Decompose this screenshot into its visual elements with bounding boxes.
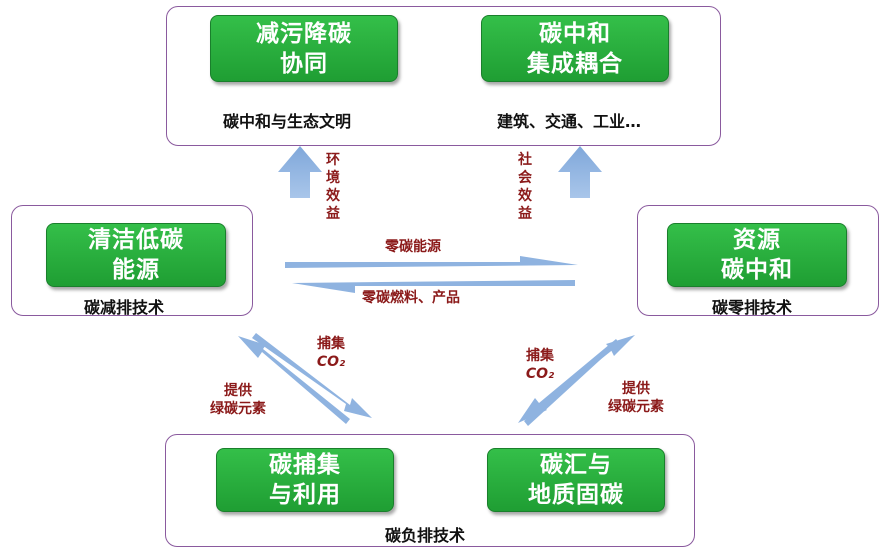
up-arrow-right [558,146,602,198]
negative-emission-note: 碳负排技术 [385,526,466,545]
zero-carbon-energy-label: 零碳能源 [385,239,441,255]
clean-energy-box: 清洁低碳 能源 [46,223,226,287]
arrow-capture-left [252,333,372,418]
provide-green-carbon-label-right: 提供 绿碳元素 [608,381,664,415]
environmental-benefit-label: 环境效益 [326,152,340,222]
provide-green-carbon-label-left: 提供 绿碳元素 [210,383,266,417]
carbon-reduction-note: 碳减排技术 [84,298,165,317]
arrow-to-left [292,280,575,293]
up-arrow-left [278,146,322,198]
carbon-sink-box: 碳汇与 地质固碳 [487,448,665,512]
co2-label-right: CO₂ [525,366,555,382]
arrow-provide-right [524,335,635,426]
pollution-carbon-synergy-box: 减污降碳 协同 [210,15,398,82]
resource-carbon-neutral-box: 资源 碳中和 [667,223,847,287]
zero-carbon-fuel-label: 零碳燃料、产品 [362,290,460,306]
arrow-to-right [285,256,578,268]
capture-label-right: 捕集 CO₂ [518,347,562,383]
arrow-provide-left [238,336,350,424]
carbon-capture-box: 碳捕集 与利用 [216,448,394,512]
ecological-civilization-note: 碳中和与生态文明 [223,112,352,131]
carbon-neutral-integration-box: 碳中和 集成耦合 [481,15,669,82]
co2-label-left: CO₂ [316,354,346,370]
zero-emission-note: 碳零排技术 [712,298,793,317]
social-benefit-label: 社会效益 [518,152,532,222]
capture-label-left: 捕集 CO₂ [309,335,353,371]
sectors-note: 建筑、交通、工业… [497,112,642,131]
